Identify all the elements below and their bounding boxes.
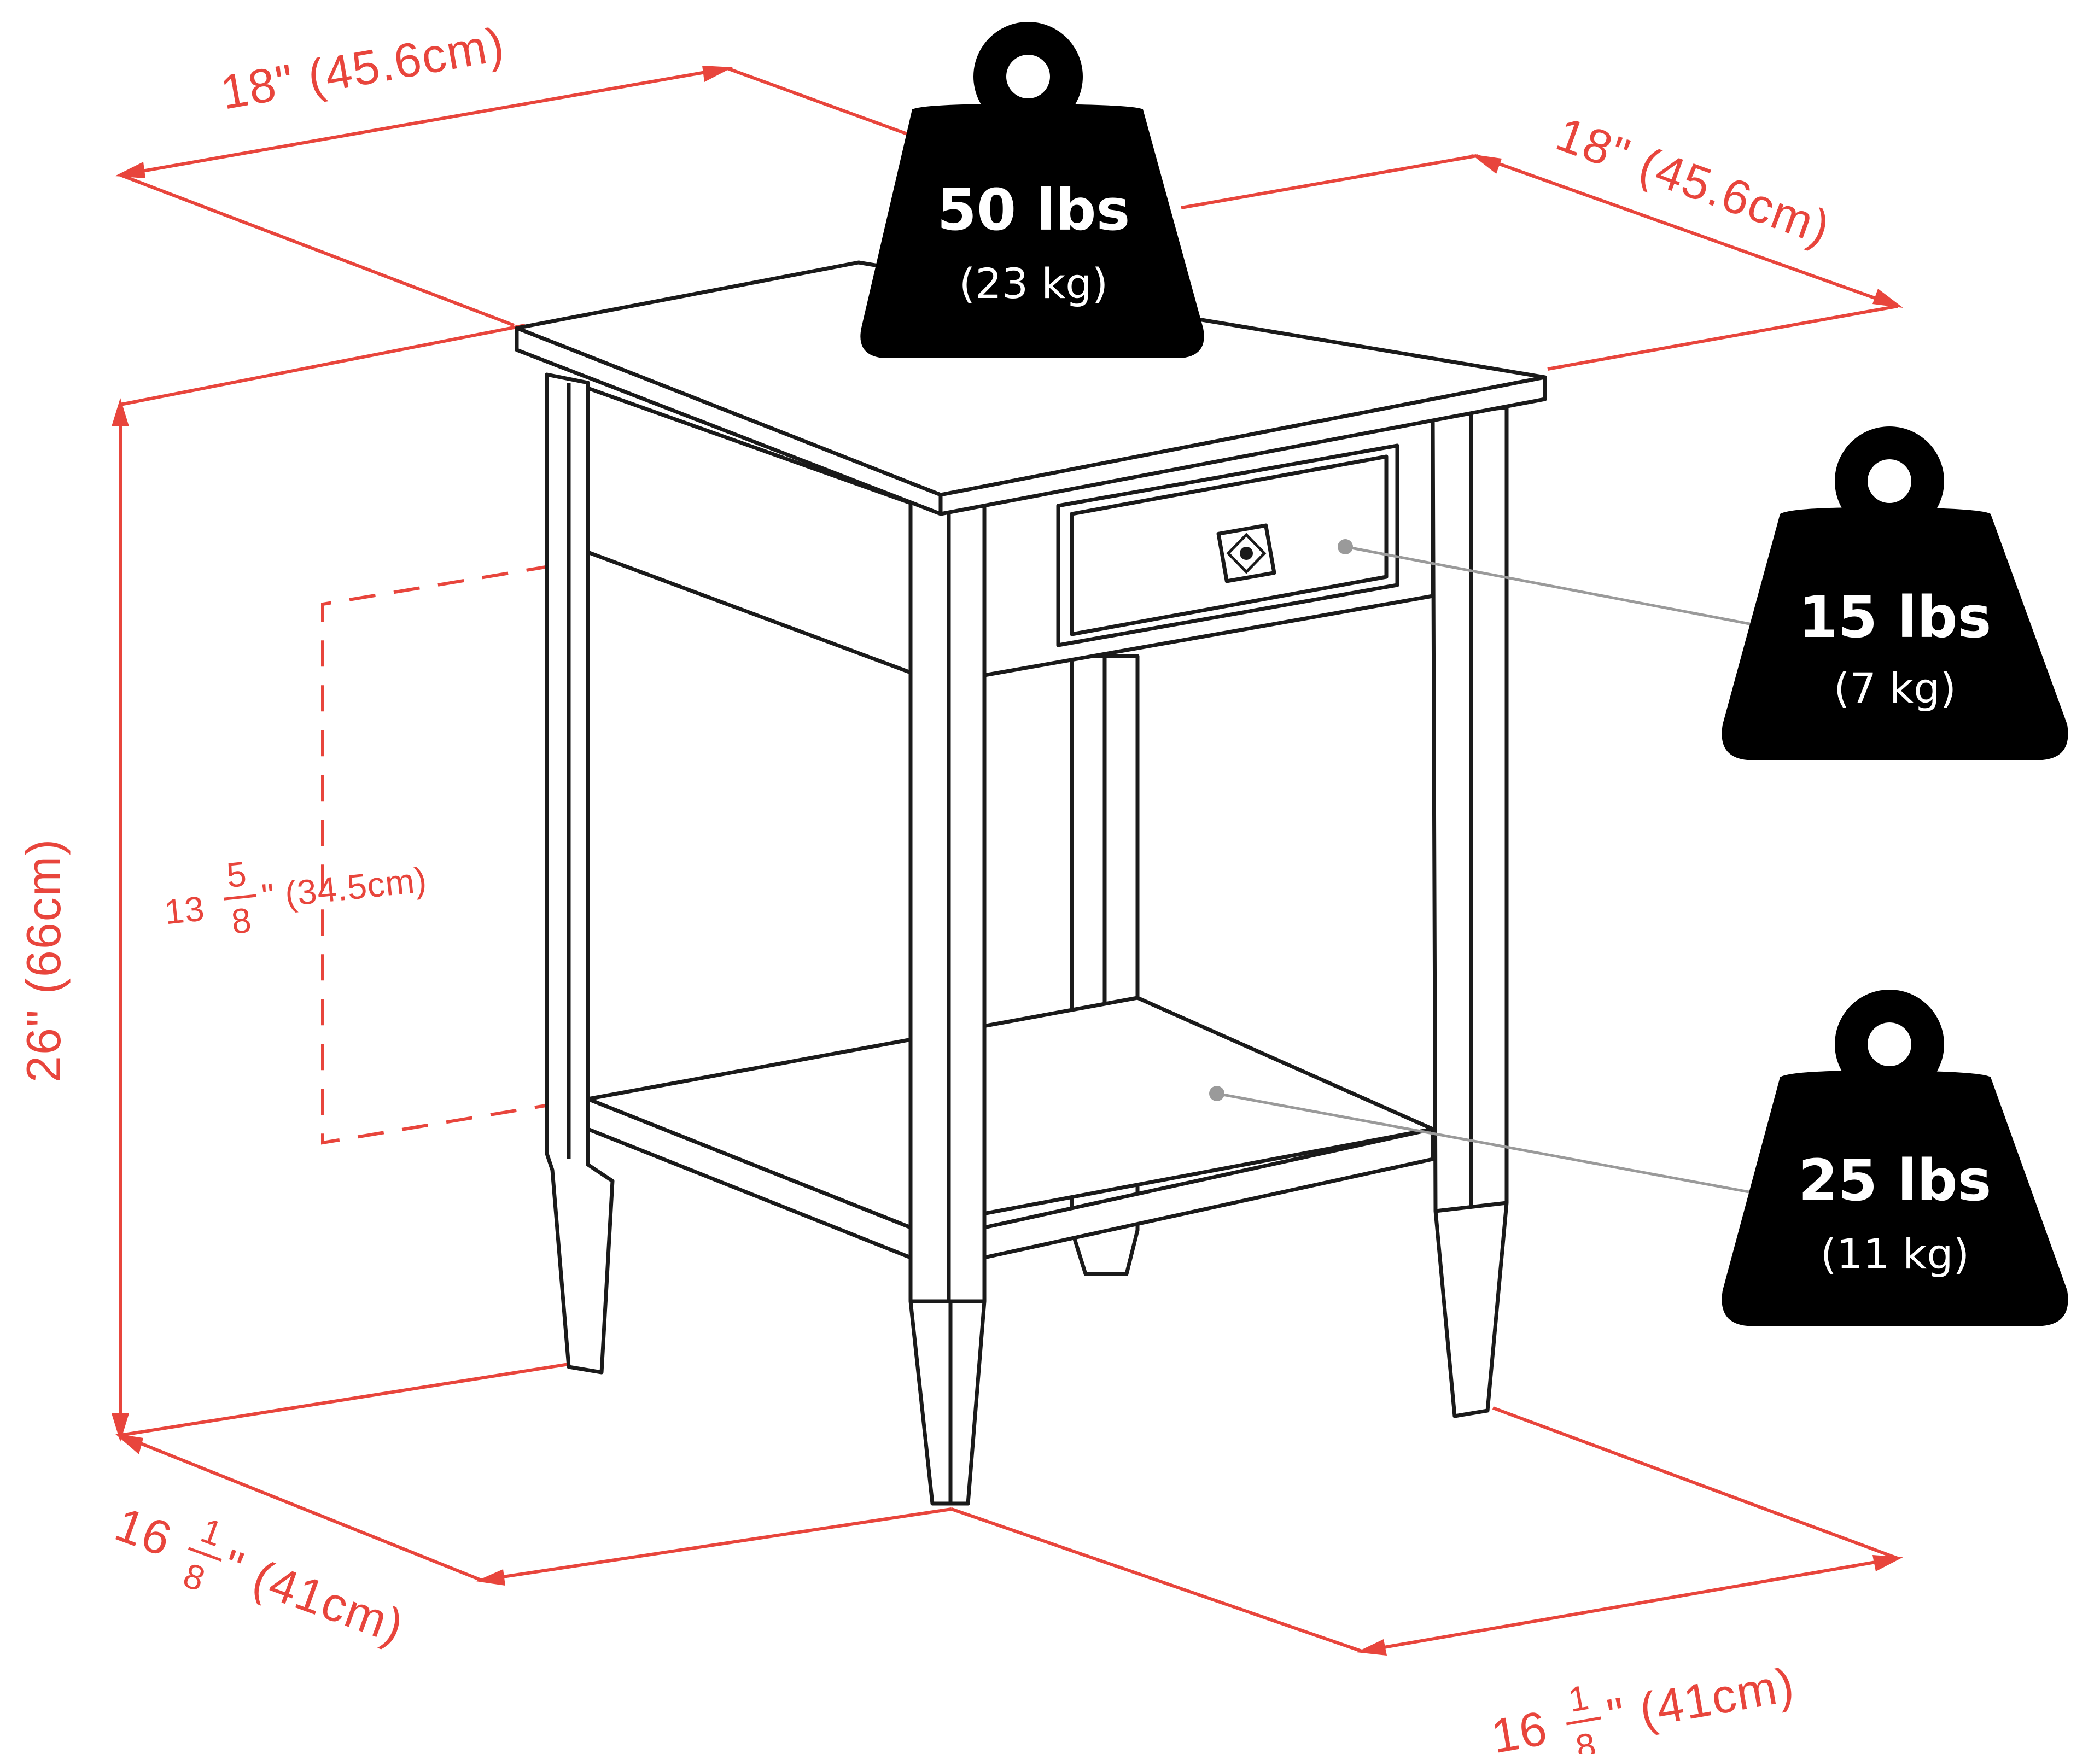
arrow-head xyxy=(115,1434,143,1454)
bottom-left-whole: 16 xyxy=(108,1497,179,1567)
bottom-right-dim-line xyxy=(951,1507,1362,1653)
shelf-weight-kg: (11 kg) xyxy=(1821,1230,1969,1278)
bottom-right-whole: 16 xyxy=(1488,1700,1552,1754)
arrow-head xyxy=(112,398,129,426)
bottom-right-dimension-label: 16 1 8 " (41cm) xyxy=(1488,1657,1799,1754)
top-left-dim-line xyxy=(120,67,728,177)
shelf-leader-dot xyxy=(1209,1086,1224,1101)
tabletop-front-edge xyxy=(938,375,1547,516)
arrow-head xyxy=(476,1569,505,1586)
bottom-front-line xyxy=(481,1507,952,1582)
weight-hole xyxy=(1868,459,1911,503)
extension-line xyxy=(1181,154,1477,209)
bottom-left-numerator: 1 xyxy=(196,1511,228,1554)
left-leg xyxy=(545,372,615,1375)
drawer-weight-lbs: 15 lbs xyxy=(1799,584,1992,651)
bottom-left-dim-line xyxy=(119,1434,482,1582)
shelf-gap-rest: " (34.5cm) xyxy=(260,860,429,916)
shelf-gap-bracket xyxy=(321,564,553,1145)
extension-line xyxy=(1547,305,1898,371)
top-weight-kg: (23 kg) xyxy=(959,259,1108,308)
leader-lines xyxy=(1209,539,1764,1196)
bottom-right-rest: " (41cm) xyxy=(1603,1657,1799,1743)
weight-body xyxy=(1722,1071,2068,1326)
top-right-dim-line xyxy=(1475,154,1899,308)
arrow-head xyxy=(1356,1639,1387,1656)
arrow-head xyxy=(1872,1555,1903,1571)
bottom-left-rest: " (41cm) xyxy=(215,1539,412,1654)
lower-shelf xyxy=(586,996,1435,1230)
weight-body xyxy=(1722,507,2068,760)
drawer-weight-kg: (7 kg) xyxy=(1834,664,1956,712)
arrow-head xyxy=(115,162,145,178)
weight-icon-drawer: 15 lbs (7 kg) xyxy=(1722,426,2068,760)
height-dimension-label: 26" (66cm) xyxy=(16,838,71,1083)
arrow-head xyxy=(112,1413,129,1442)
fraction-bar xyxy=(223,894,257,901)
drawer-leader-dot xyxy=(1338,539,1353,554)
fraction-bar xyxy=(188,1547,222,1562)
weight-icon-top: 50 lbs (23 kg) xyxy=(860,22,1204,358)
leg-taper-line xyxy=(1435,1201,1507,1213)
arrow-head xyxy=(1471,154,1502,174)
weight-icon-shelf: 25 lbs (11 kg) xyxy=(1722,990,2068,1326)
weight-hole xyxy=(1006,55,1050,98)
weight-hole xyxy=(1868,1022,1911,1066)
bottom-right-numerator: 1 xyxy=(1566,1677,1592,1720)
end-table-drawing xyxy=(515,260,1547,1506)
extension-line xyxy=(119,173,515,327)
shelf-gap-denominator: 8 xyxy=(230,900,253,941)
drawer-knob xyxy=(1216,523,1276,583)
dimension-lines xyxy=(112,66,1903,1656)
drawer-leader xyxy=(1345,545,1761,628)
bottom-right-denominator: 8 xyxy=(1573,1725,1599,1754)
shelf-gap-numerator: 5 xyxy=(225,854,248,895)
fraction-bar xyxy=(1566,1716,1601,1726)
arrow-head xyxy=(1872,289,1903,308)
weight-body xyxy=(860,104,1204,358)
extension-line xyxy=(120,1363,569,1437)
bottom-left-dimension-label: 16 1 8 " (41cm) xyxy=(108,1497,412,1654)
bottom-left-denominator: 8 xyxy=(178,1556,210,1599)
shelf-gap-dimension-label: 13 5 8 " (34.5cm) xyxy=(162,854,429,942)
shelf-leader xyxy=(1216,1092,1764,1196)
extension-line xyxy=(726,67,931,144)
arrow-head xyxy=(702,66,733,82)
top-left-dimension-label: 18" (45.6cm) xyxy=(217,16,509,120)
extension-line xyxy=(1492,1406,1899,1560)
top-weight-lbs: 50 lbs xyxy=(937,177,1130,243)
shelf-weight-lbs: 25 lbs xyxy=(1799,1147,1992,1214)
shelf-gap-whole: 13 xyxy=(162,888,206,932)
bottom-right-front-line xyxy=(1361,1557,1898,1653)
drawer-inner-edge xyxy=(1070,454,1389,636)
extension-line xyxy=(120,324,526,406)
